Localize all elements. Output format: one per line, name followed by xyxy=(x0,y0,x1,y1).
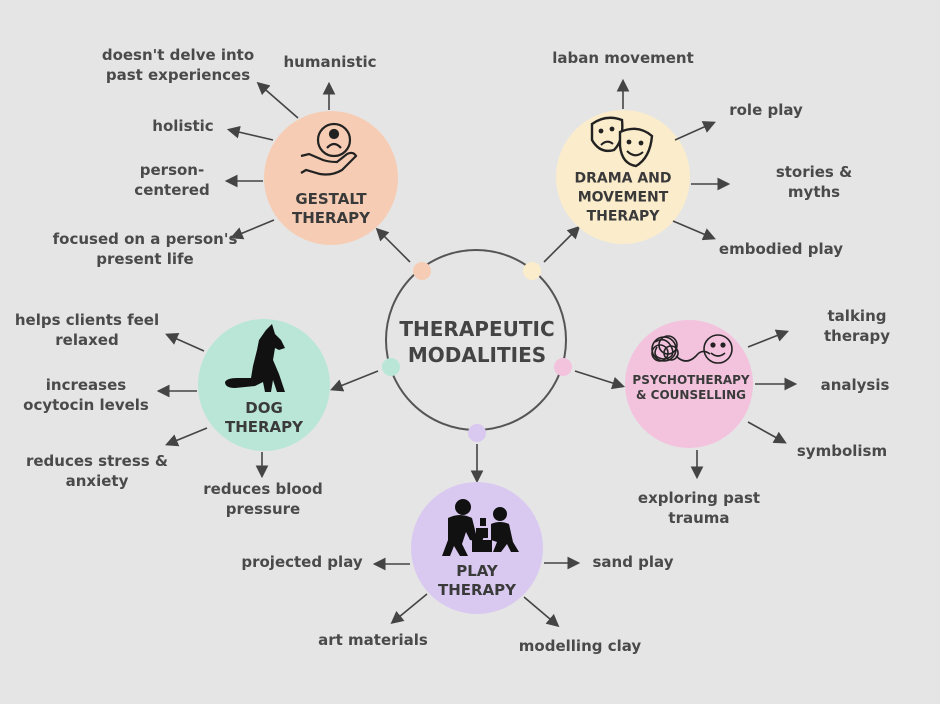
drama-item: embodied play xyxy=(718,240,844,258)
children-playing-icon xyxy=(442,499,519,556)
psycho-connector-dot xyxy=(554,358,572,376)
tangle-to-smile-icon xyxy=(651,334,733,364)
play-title: PLAY THERAPY xyxy=(437,562,517,599)
arrow-to-psycho xyxy=(574,370,626,390)
psycho-item: talking therapy xyxy=(823,307,891,345)
gestalt-item: focused on a person's present life xyxy=(52,230,238,268)
center-title: THERAPEUTIC MODALITIES xyxy=(399,317,555,367)
gestalt-title: GESTALT THERAPY xyxy=(291,190,371,227)
dog-item: helps clients feel relaxed xyxy=(14,311,160,349)
dog-item: reduces stress & anxiety xyxy=(25,452,169,490)
play-item: projected play xyxy=(241,553,363,571)
drama-node xyxy=(556,110,690,244)
drama-item: laban movement xyxy=(552,49,694,67)
gestalt-connector-dot xyxy=(413,262,431,280)
dog-connector-dot xyxy=(382,358,400,376)
psycho-item: exploring past trauma xyxy=(637,489,761,527)
psycho-item: analysis xyxy=(820,376,890,394)
play-connector-dot xyxy=(468,424,486,442)
drama-connector-dot xyxy=(523,262,541,280)
drama-item: stories & myths xyxy=(775,163,853,201)
arrow-to-drama xyxy=(543,225,581,263)
dog-item: reduces blood pressure xyxy=(203,480,323,518)
psycho-title: PSYCHOTHERAPY & COUNSELLING xyxy=(632,373,750,402)
gestalt-node xyxy=(264,111,398,245)
gestalt-item: holistic xyxy=(152,117,214,135)
theatre-masks-icon xyxy=(590,116,654,168)
drama-title: DRAMA AND MOVEMENT THERAPY xyxy=(574,170,672,225)
gestalt-item: person- centered xyxy=(134,161,210,199)
arrow-to-gestalt xyxy=(375,227,411,263)
psycho-item: symbolism xyxy=(796,442,888,460)
dog-item: increases ocytocin levels xyxy=(23,376,149,414)
dog-silhouette-icon xyxy=(225,324,285,392)
psycho-node xyxy=(625,320,753,448)
gestalt-item: doesn't delve into past experiences xyxy=(101,46,255,84)
play-item: art materials xyxy=(318,631,428,649)
play-item: sand play xyxy=(592,553,674,571)
arrow-to-dog xyxy=(330,370,379,392)
gestalt-item: humanistic xyxy=(283,53,377,71)
drama-item: role play xyxy=(729,101,803,119)
play-item: modelling clay xyxy=(518,637,642,655)
dog-title: DOG THERAPY xyxy=(224,399,304,436)
person-in-hand-icon xyxy=(300,122,358,176)
